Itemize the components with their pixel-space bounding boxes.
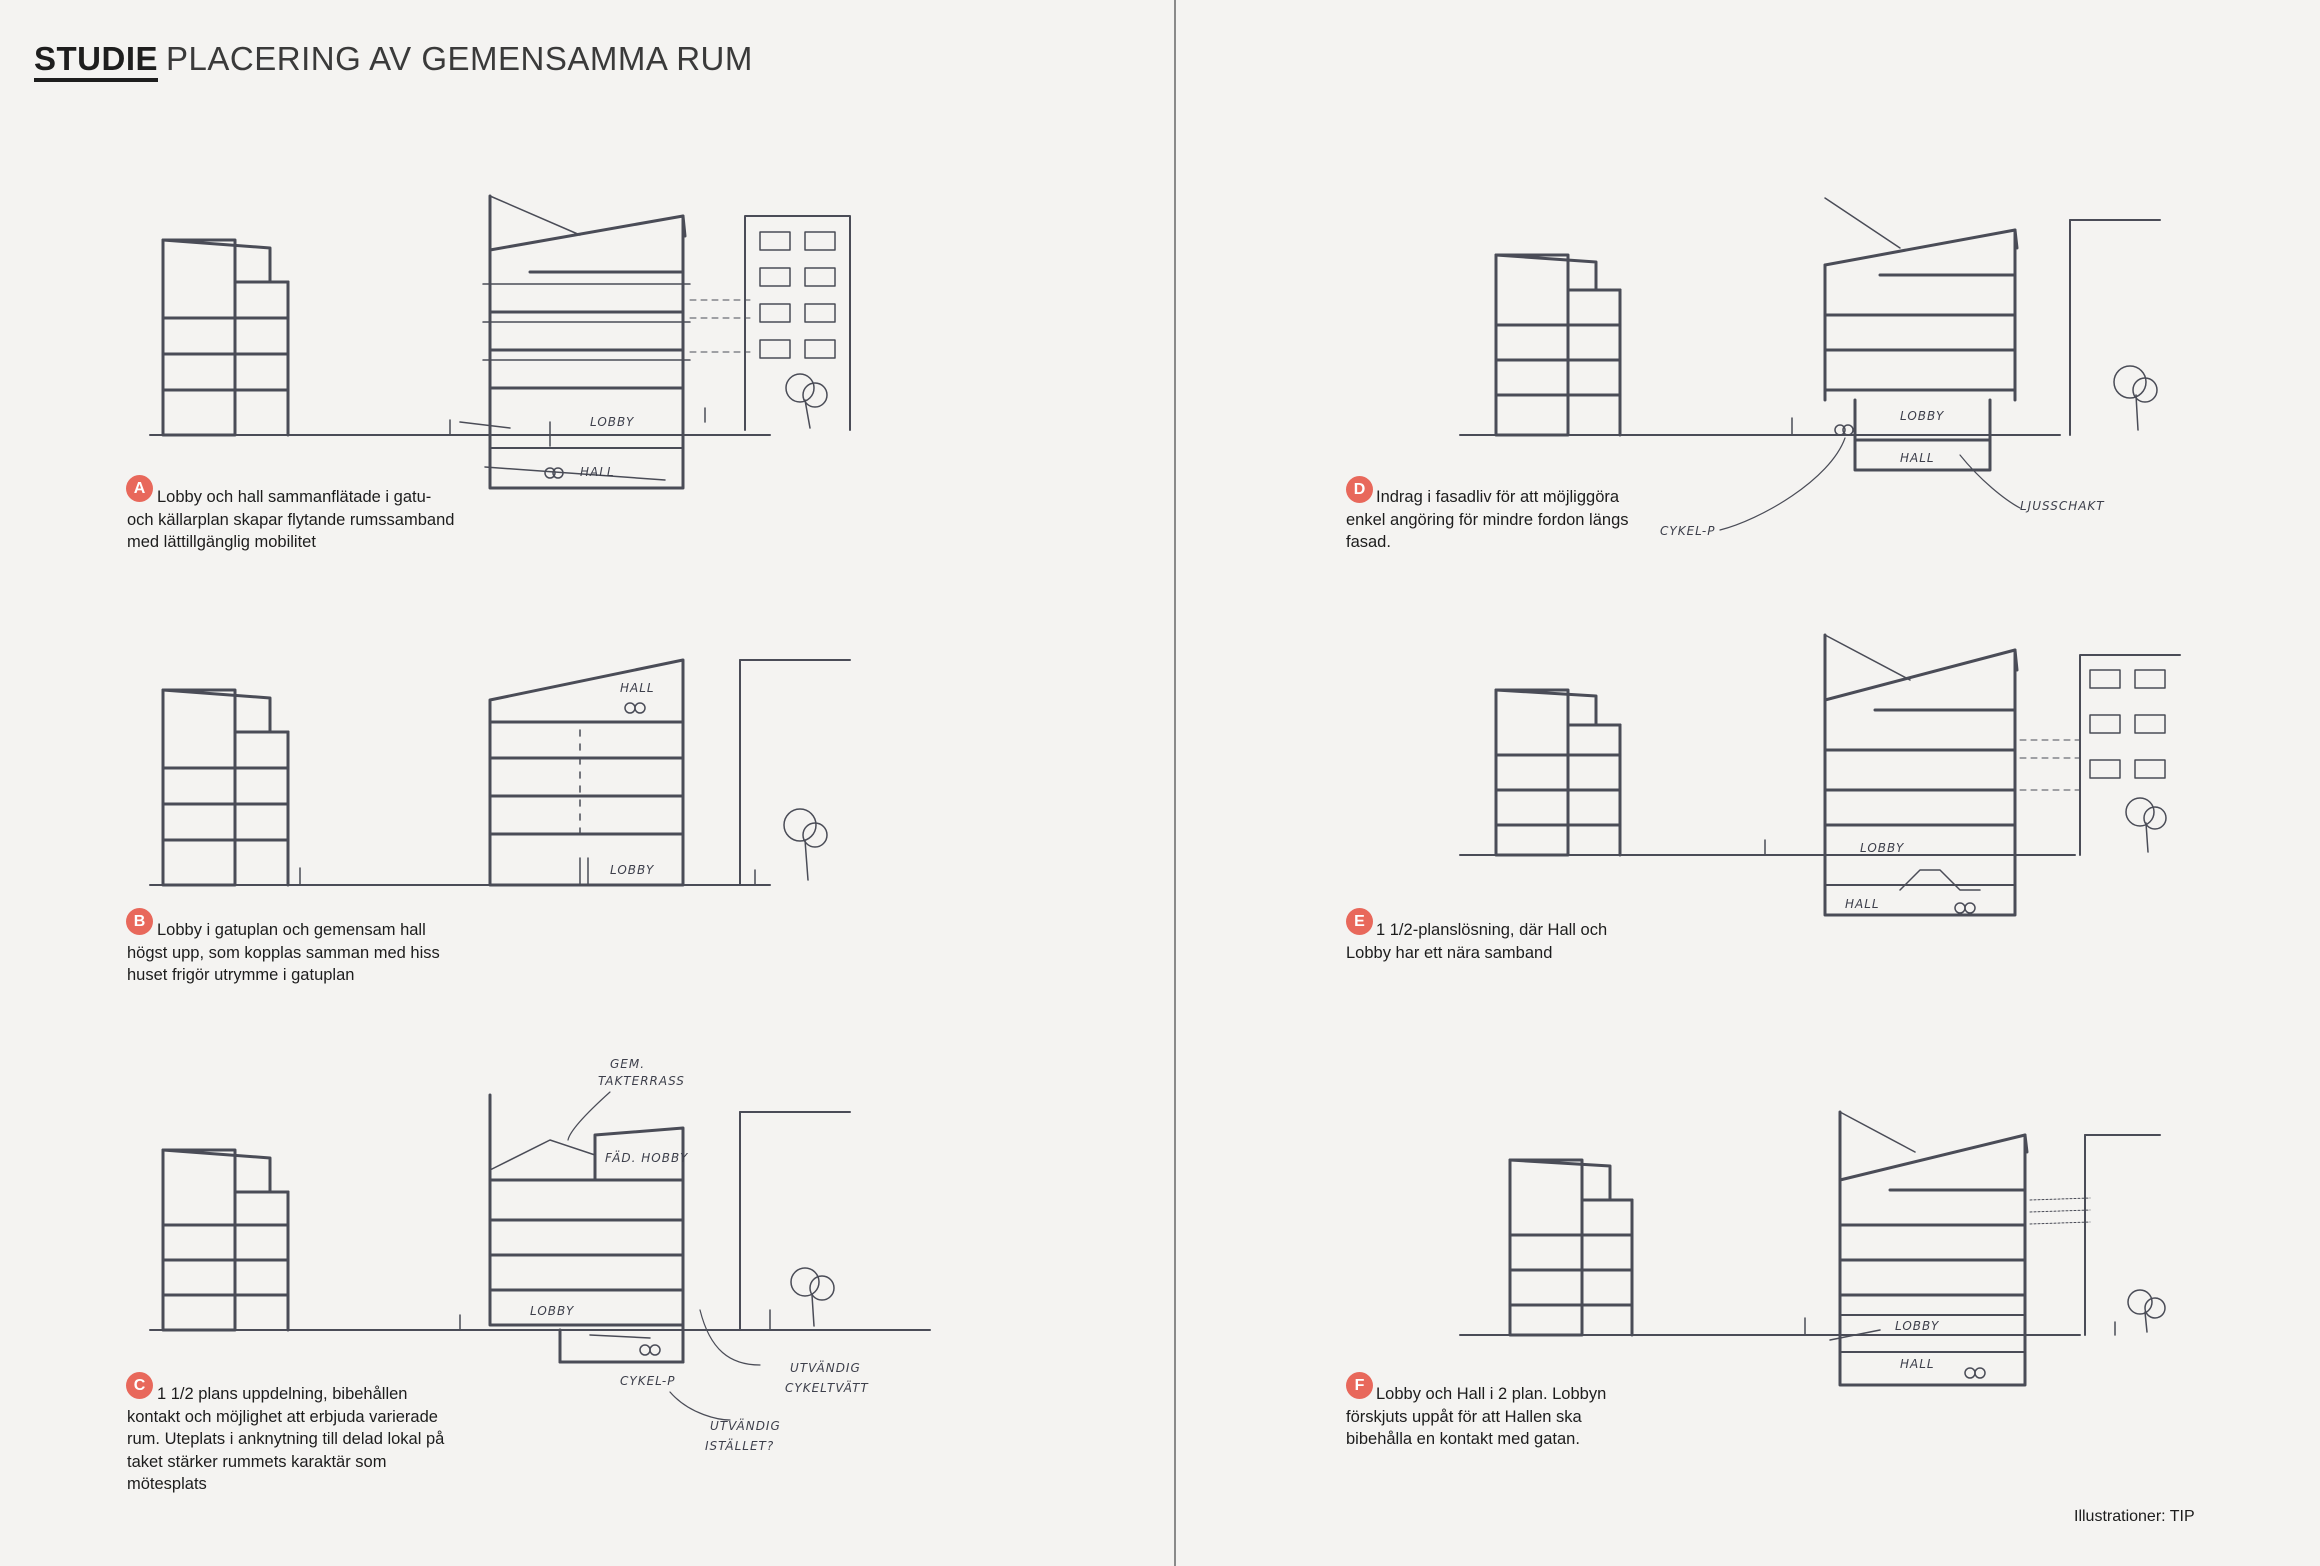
sketch-b: HALL LOBBY <box>149 658 851 887</box>
svg-text:HALL: HALL <box>1900 451 1935 465</box>
svg-text:LOBBY: LOBBY <box>530 1304 575 1318</box>
title-light: PLACERING AV GEMENSAMMA RUM <box>166 40 753 77</box>
svg-text:UTVÄNDIG: UTVÄNDIG <box>790 1360 861 1375</box>
study-text-b: Lobby i gatuplan och gemensam hall högst… <box>127 921 440 984</box>
sketch-c: GEM. TAKTERRASS FÄD. HOBBY LOBBY CYKEL-P… <box>149 1057 931 1453</box>
svg-text:HALL: HALL <box>1900 1357 1935 1371</box>
sketch-d: LOBBY HALL CYKEL-P LJUSSCHAKT <box>1459 197 2161 538</box>
study-badge-b: B <box>126 908 153 935</box>
study-text-f: Lobby och Hall i 2 plan. Lobbyn förskjut… <box>1346 1385 1607 1448</box>
svg-text:GEM.: GEM. <box>610 1057 645 1071</box>
study-text-c: 1 1/2 plans uppdelning, bibehållen konta… <box>127 1385 445 1493</box>
svg-text:LOBBY: LOBBY <box>1900 409 1945 423</box>
illustration-credit: Illustrationer: TIP <box>2074 1508 2195 1525</box>
svg-text:LOBBY: LOBBY <box>590 415 635 429</box>
svg-text:TAKTERRASS: TAKTERRASS <box>598 1074 685 1088</box>
study-caption-c: 1 1/2 plans uppdelning, bibehållen konta… <box>127 1383 447 1496</box>
sketch-a: LOBBY HALL <box>149 194 851 490</box>
study-caption-a: Lobby och hall sammanflätade i gatu- och… <box>127 486 457 554</box>
svg-text:LOBBY: LOBBY <box>610 863 655 877</box>
title-strong: STUDIE <box>34 40 159 82</box>
study-badge-a: A <box>126 475 153 502</box>
svg-text:CYKELTVÄTT: CYKELTVÄTT <box>785 1380 869 1395</box>
svg-text:ISTÄLLET?: ISTÄLLET? <box>705 1438 774 1453</box>
svg-text:LJUSSCHAKT: LJUSSCHAKT <box>2020 499 2105 513</box>
svg-text:HALL: HALL <box>620 681 655 695</box>
sketch-e: LOBBY HALL <box>1459 633 2181 917</box>
study-badge-f: F <box>1346 1372 1373 1399</box>
svg-text:CYKEL-P: CYKEL-P <box>1660 524 1715 538</box>
study-text-a: Lobby och hall sammanflätade i gatu- och… <box>127 488 455 551</box>
study-badge-c: C <box>126 1372 153 1399</box>
study-badge-d: D <box>1346 476 1373 503</box>
page-divider <box>1174 0 1176 1566</box>
study-caption-b: Lobby i gatuplan och gemensam hall högst… <box>127 919 457 987</box>
svg-text:LOBBY: LOBBY <box>1895 1319 1940 1333</box>
svg-text:FÄD. HOBBY: FÄD. HOBBY <box>605 1150 689 1165</box>
svg-text:HALL: HALL <box>1845 897 1880 911</box>
study-caption-e: 1 1/2-planslösning, där Hall och Lobby h… <box>1346 919 1646 964</box>
study-caption-d: Indrag i fasadliv för att möjliggöra enk… <box>1346 486 1646 554</box>
sketch-f: LOBBY HALL <box>1459 1110 2166 1387</box>
svg-text:UTVÄNDIG: UTVÄNDIG <box>710 1418 781 1433</box>
svg-text:HALL: HALL <box>580 465 615 479</box>
svg-text:LOBBY: LOBBY <box>1860 841 1905 855</box>
study-text-d: Indrag i fasadliv för att möjliggöra enk… <box>1346 488 1629 551</box>
svg-text:CYKEL-P: CYKEL-P <box>620 1374 675 1388</box>
study-badge-e: E <box>1346 908 1373 935</box>
study-caption-f: Lobby och Hall i 2 plan. Lobbyn förskjut… <box>1346 1383 1646 1451</box>
study-text-e: 1 1/2-planslösning, där Hall och Lobby h… <box>1346 921 1608 962</box>
